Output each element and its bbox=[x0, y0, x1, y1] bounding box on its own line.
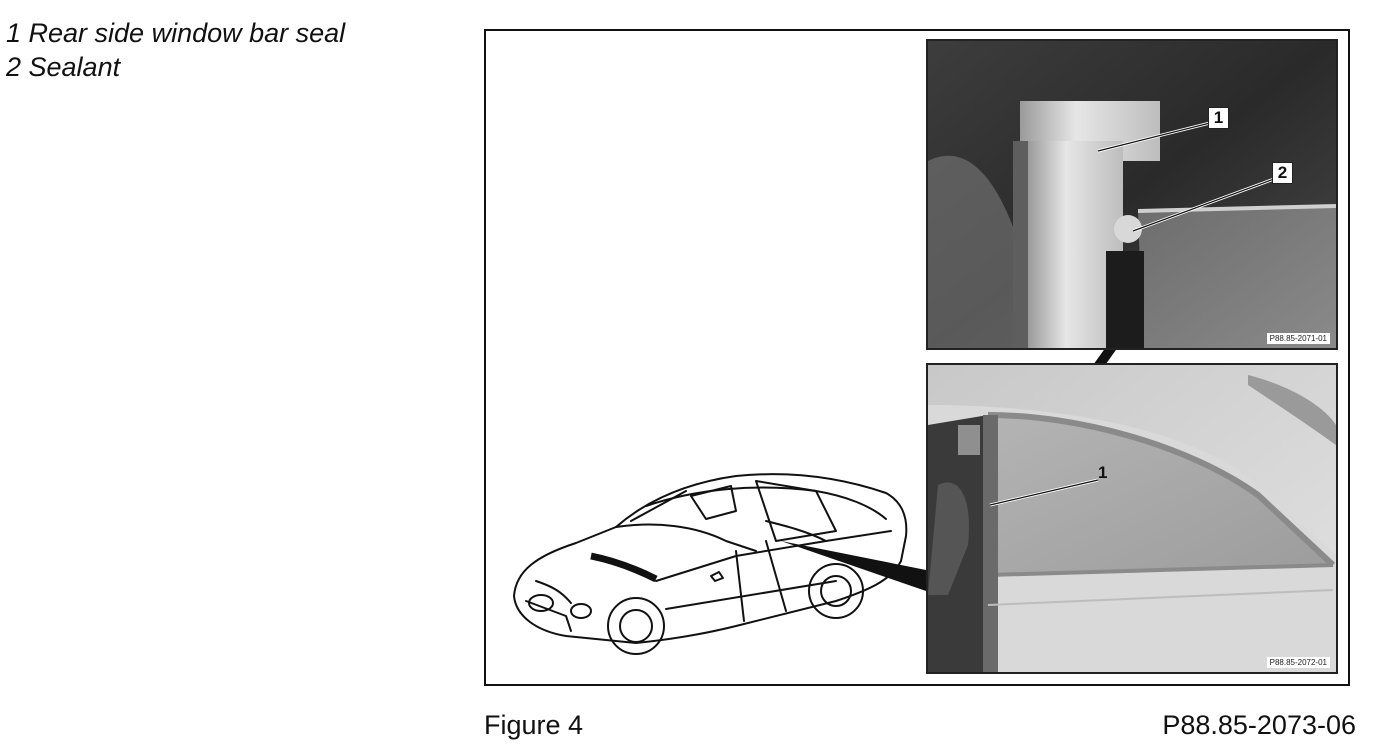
legend: 1 Rear side window bar seal 2 Sealant bbox=[6, 16, 345, 84]
figure-code: P88.85-2073-06 bbox=[1162, 710, 1356, 740]
callout-2-top: 2 bbox=[1272, 162, 1293, 184]
callout-1-bottom: 1 bbox=[1098, 463, 1108, 482]
figure-label: Figure 4 bbox=[484, 710, 584, 740]
photo-bottom-code: P88.85-2072-01 bbox=[1266, 657, 1330, 668]
callout-1-top: 1 bbox=[1208, 107, 1229, 129]
legend-item-1: 1 Rear side window bar seal bbox=[6, 18, 346, 48]
legend-item-2: 2 Sealant bbox=[6, 52, 121, 82]
photo-top-code: P88.85-2071-01 bbox=[1266, 333, 1330, 344]
car-illustration bbox=[513, 473, 926, 655]
figure-frame: 1 2 P88.85-2071-01 bbox=[484, 29, 1350, 686]
photo-door-window: 1 P88.85-2072-01 bbox=[926, 363, 1338, 674]
photo-seal-closeup: 1 2 P88.85-2071-01 bbox=[926, 39, 1338, 350]
